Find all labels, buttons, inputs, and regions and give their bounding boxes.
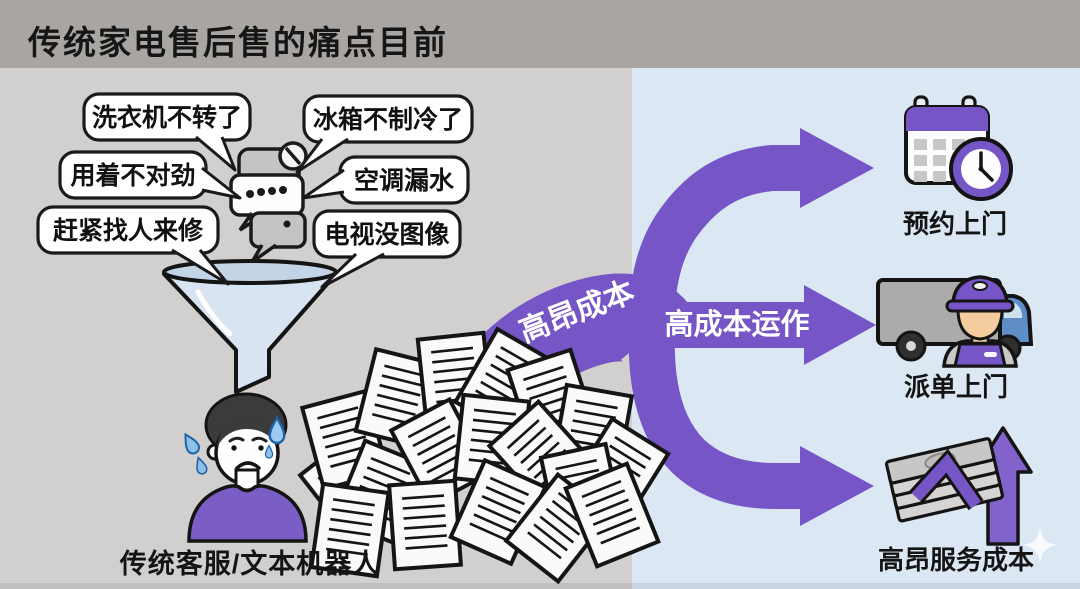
svg-text:冰箱不制冷了: 冰箱不制冷了 [313,105,463,134]
svg-text:洗衣机不转了: 洗衣机不转了 [92,103,242,132]
outcome-label-dispatch: 派单上门 [903,372,1008,402]
speech-bubble-fridge: 冰箱不制冷了 [295,94,474,174]
frustrated-agent-figure [179,392,308,543]
money-up-arrow-icon [884,426,1033,546]
typing-dots [246,186,287,198]
sparkle-icon [1023,527,1057,563]
chat-bubbles-icon [229,141,308,264]
speech-bubble-find-repair: 赶紧找人来修 [36,205,230,286]
outcome-label-appointment: 预约上门 [902,209,1007,239]
truck-worker-icon [876,275,1034,368]
operation-label: 高成本运作 [664,308,809,341]
svg-text:用着不对劲: 用着不对劲 [70,161,195,190]
shirt [187,484,308,543]
top-bar-bg [0,0,1080,68]
eyebrow-left [228,436,245,443]
page-title: 传统家电售后售的痛点目前 [28,24,448,61]
svg-text:空调漏水: 空调漏水 [354,166,455,195]
arrowhead-middle [804,285,876,365]
eye-left [231,445,237,451]
clock-icon [949,137,1013,201]
speech-bubble-tv-no-picture: 电视没图像 [312,209,462,289]
speech-bubbles: 洗衣机不转了 冰箱不制冷了 用着不对劲 空调漏水 赶紧找人来修 电视没图像 [36,92,474,289]
sad-mouth [235,461,261,470]
eyebrow-right [251,436,268,443]
branch-arrow-top [628,145,802,334]
service-worker [942,275,1018,368]
speech-bubble-washing-machine: 洗衣机不转了 [82,92,252,172]
calendar-clock-icon [904,95,1013,201]
no-reply-icon [278,141,308,171]
speech-bubble-feels-wrong: 用着不对劲 [58,150,242,200]
arrowhead-top [800,128,874,208]
funnel-icon [162,259,338,394]
outcome-label-service-cost: 高昂服务成本 [877,545,1034,575]
eye-right [258,445,264,451]
branch-arrow-bottom [628,331,802,509]
agent-label: 传统客服/文本机器人 [119,549,381,579]
arrowhead-bottom [800,446,874,526]
hair-fringe [217,419,277,447]
speech-bubble-ac-leak: 空调漏水 [301,155,470,205]
svg-text:赶紧找人来修: 赶紧找人来修 [53,216,204,245]
svg-text:电视没图像: 电视没图像 [324,221,449,249]
bottom-edge-strip [0,583,1080,589]
